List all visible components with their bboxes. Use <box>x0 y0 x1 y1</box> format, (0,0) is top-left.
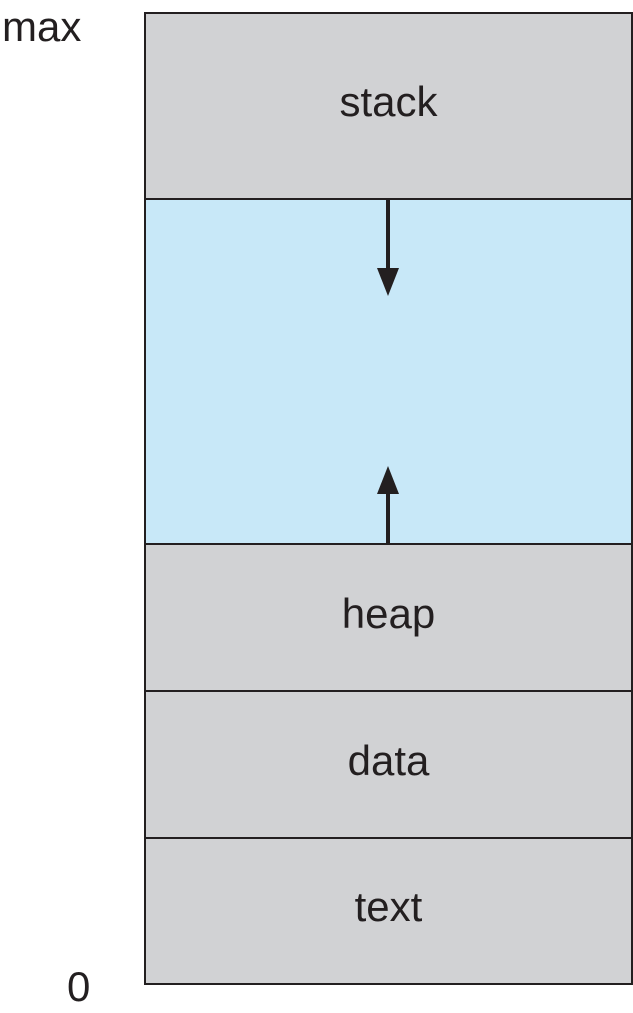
text-label: text <box>354 883 423 930</box>
data-label: data <box>347 736 430 784</box>
stack-label: stack <box>339 78 438 125</box>
stack-segment: stack <box>146 14 631 200</box>
heap-segment: heap <box>146 545 631 692</box>
arrow-down-icon <box>377 200 399 296</box>
heap-label: heap <box>341 589 436 637</box>
zero-address-label: 0 <box>67 963 91 1010</box>
text-segment: text <box>146 839 631 983</box>
data-segment: data <box>146 692 631 839</box>
arrow-up-icon <box>377 466 399 543</box>
max-address-label: max <box>2 3 82 50</box>
